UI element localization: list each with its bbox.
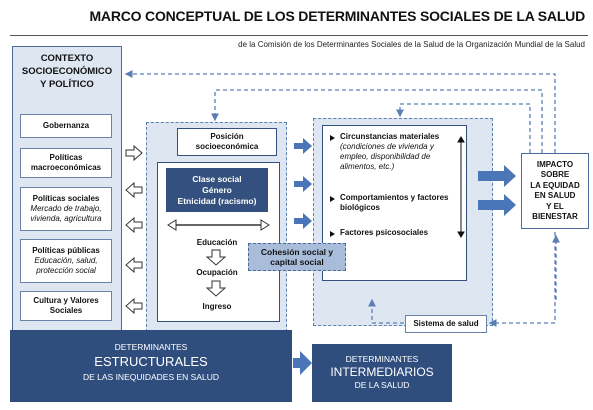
- feedback-dashed-line: [124, 70, 556, 327]
- impact-box: IMPACTO SOBRE LA EQUIDAD EN SALUD Y EL B…: [521, 153, 589, 229]
- socioeconomic-position-box: Posición socioeconómica: [177, 128, 277, 156]
- page-title: MARCO CONCEPTUAL DE LOS DETERMINANTES SO…: [89, 8, 585, 24]
- context-item-macroeconomic: Políticas macroeconómicas: [20, 148, 112, 178]
- outline-arrow-left-icon: [125, 216, 143, 234]
- class-gender-ethnicity-box: Clase social Género Etnicidad (racismo): [166, 168, 268, 212]
- class-label: Clase social: [192, 173, 242, 184]
- context-item-detail: Mercado de trabajo, vivienda, agricultur…: [30, 204, 102, 223]
- context-item-social-policies: Políticas sociales Mercado de trabajo, v…: [20, 187, 112, 231]
- education-label: Educación: [196, 238, 238, 247]
- page-subtitle: de la Comisión de los Determinantes Soci…: [238, 40, 585, 49]
- context-item-title: Políticas sociales: [32, 194, 100, 203]
- occupation-label: Ocupación: [196, 268, 238, 277]
- impact-line: EN SALUD: [534, 191, 576, 200]
- impact-line: LA EQUIDAD: [530, 180, 580, 190]
- intermediary-label-line: INTERMEDIARIOS: [330, 365, 434, 379]
- behavior-factors: Comportamientos y factores biológicos: [340, 193, 449, 212]
- health-system-box: Sistema de salud: [405, 315, 487, 333]
- cohesion-label: capital social: [270, 257, 324, 267]
- structural-label-line: ESTRUCTURALES: [94, 354, 208, 369]
- context-item-title: Sociales: [49, 306, 83, 315]
- intermediary-inner-box: [322, 125, 467, 281]
- impact-line: BIENESTAR: [532, 212, 578, 221]
- updown-arrow-icon: [457, 136, 465, 238]
- context-item-detail: Educación, salud, protección social: [34, 256, 98, 275]
- structural-label-line: DE LAS INEQUIDADES EN SALUD: [82, 372, 220, 382]
- blue-arrow-right-icon: [478, 165, 516, 216]
- context-item-title: macroeconómicas: [30, 163, 102, 172]
- impact-line: Y EL: [546, 201, 564, 211]
- bottom-arrow-right-icon: [293, 351, 312, 375]
- outline-arrow-left-icon: [125, 297, 143, 315]
- income-label: Ingreso: [202, 302, 232, 311]
- context-item-title: Políticas públicas: [32, 246, 100, 255]
- bullet-icon: [330, 135, 335, 237]
- context-item-title: Gobernanza: [42, 121, 90, 130]
- impact-line: SOBRE: [540, 170, 570, 179]
- double-arrow-icon: [167, 219, 270, 231]
- impact-line: IMPACTO: [536, 159, 574, 169]
- context-item-culture: Cultura y Valores Sociales: [20, 291, 112, 321]
- material-title: Circunstancias materiales: [340, 132, 440, 141]
- outline-arrow-left-icon: [125, 181, 143, 199]
- social-cohesion-box: Cohesión social y capital social: [248, 243, 346, 271]
- cohesion-label: Cohesión social y: [260, 247, 334, 257]
- structural-label-line: DETERMINANTES: [114, 342, 188, 352]
- context-item-title: Cultura y Valores: [33, 296, 99, 305]
- material-circumstances: Circunstancias materiales (condiciones d…: [340, 132, 464, 172]
- intermediary-determinants-label: DETERMINANTES INTERMEDIARIOS DE LA SALUD: [312, 344, 452, 402]
- context-title-line: CONTEXTO: [40, 53, 94, 64]
- ethnicity-label: Etnicidad (racismo): [177, 195, 257, 206]
- context-title: CONTEXTO SOCIOECONÓMICO Y POLÍTICO: [12, 52, 122, 91]
- context-item-gobernanza: Gobernanza: [20, 114, 112, 138]
- material-detail: (condiciones de vivienda y empleo, dispo…: [340, 142, 434, 171]
- gender-label: Género: [202, 184, 232, 195]
- structural-determinants-label: DETERMINANTES ESTRUCTURALES DE LAS INEQU…: [10, 330, 292, 402]
- intermediary-label-line: DETERMINANTES: [345, 354, 419, 364]
- title-divider: [10, 35, 588, 36]
- context-item-title: Políticas: [49, 153, 83, 162]
- outline-arrow-right-icon: [125, 144, 143, 162]
- position-label: socioeconómica: [195, 142, 259, 151]
- outline-arrow-left-icon: [125, 256, 143, 274]
- context-title-line: Y POLÍTICO: [40, 79, 94, 90]
- intermediary-label-line: DE LA SALUD: [354, 380, 410, 390]
- psychosocial-factors: Factores psicosociales: [340, 228, 429, 237]
- context-title-line: SOCIOECONÓMICO: [21, 66, 113, 77]
- down-arrow-icon: [205, 249, 227, 297]
- context-item-public-policies: Políticas públicas Educación, salud, pro…: [20, 239, 112, 283]
- position-label: Posición: [210, 132, 244, 141]
